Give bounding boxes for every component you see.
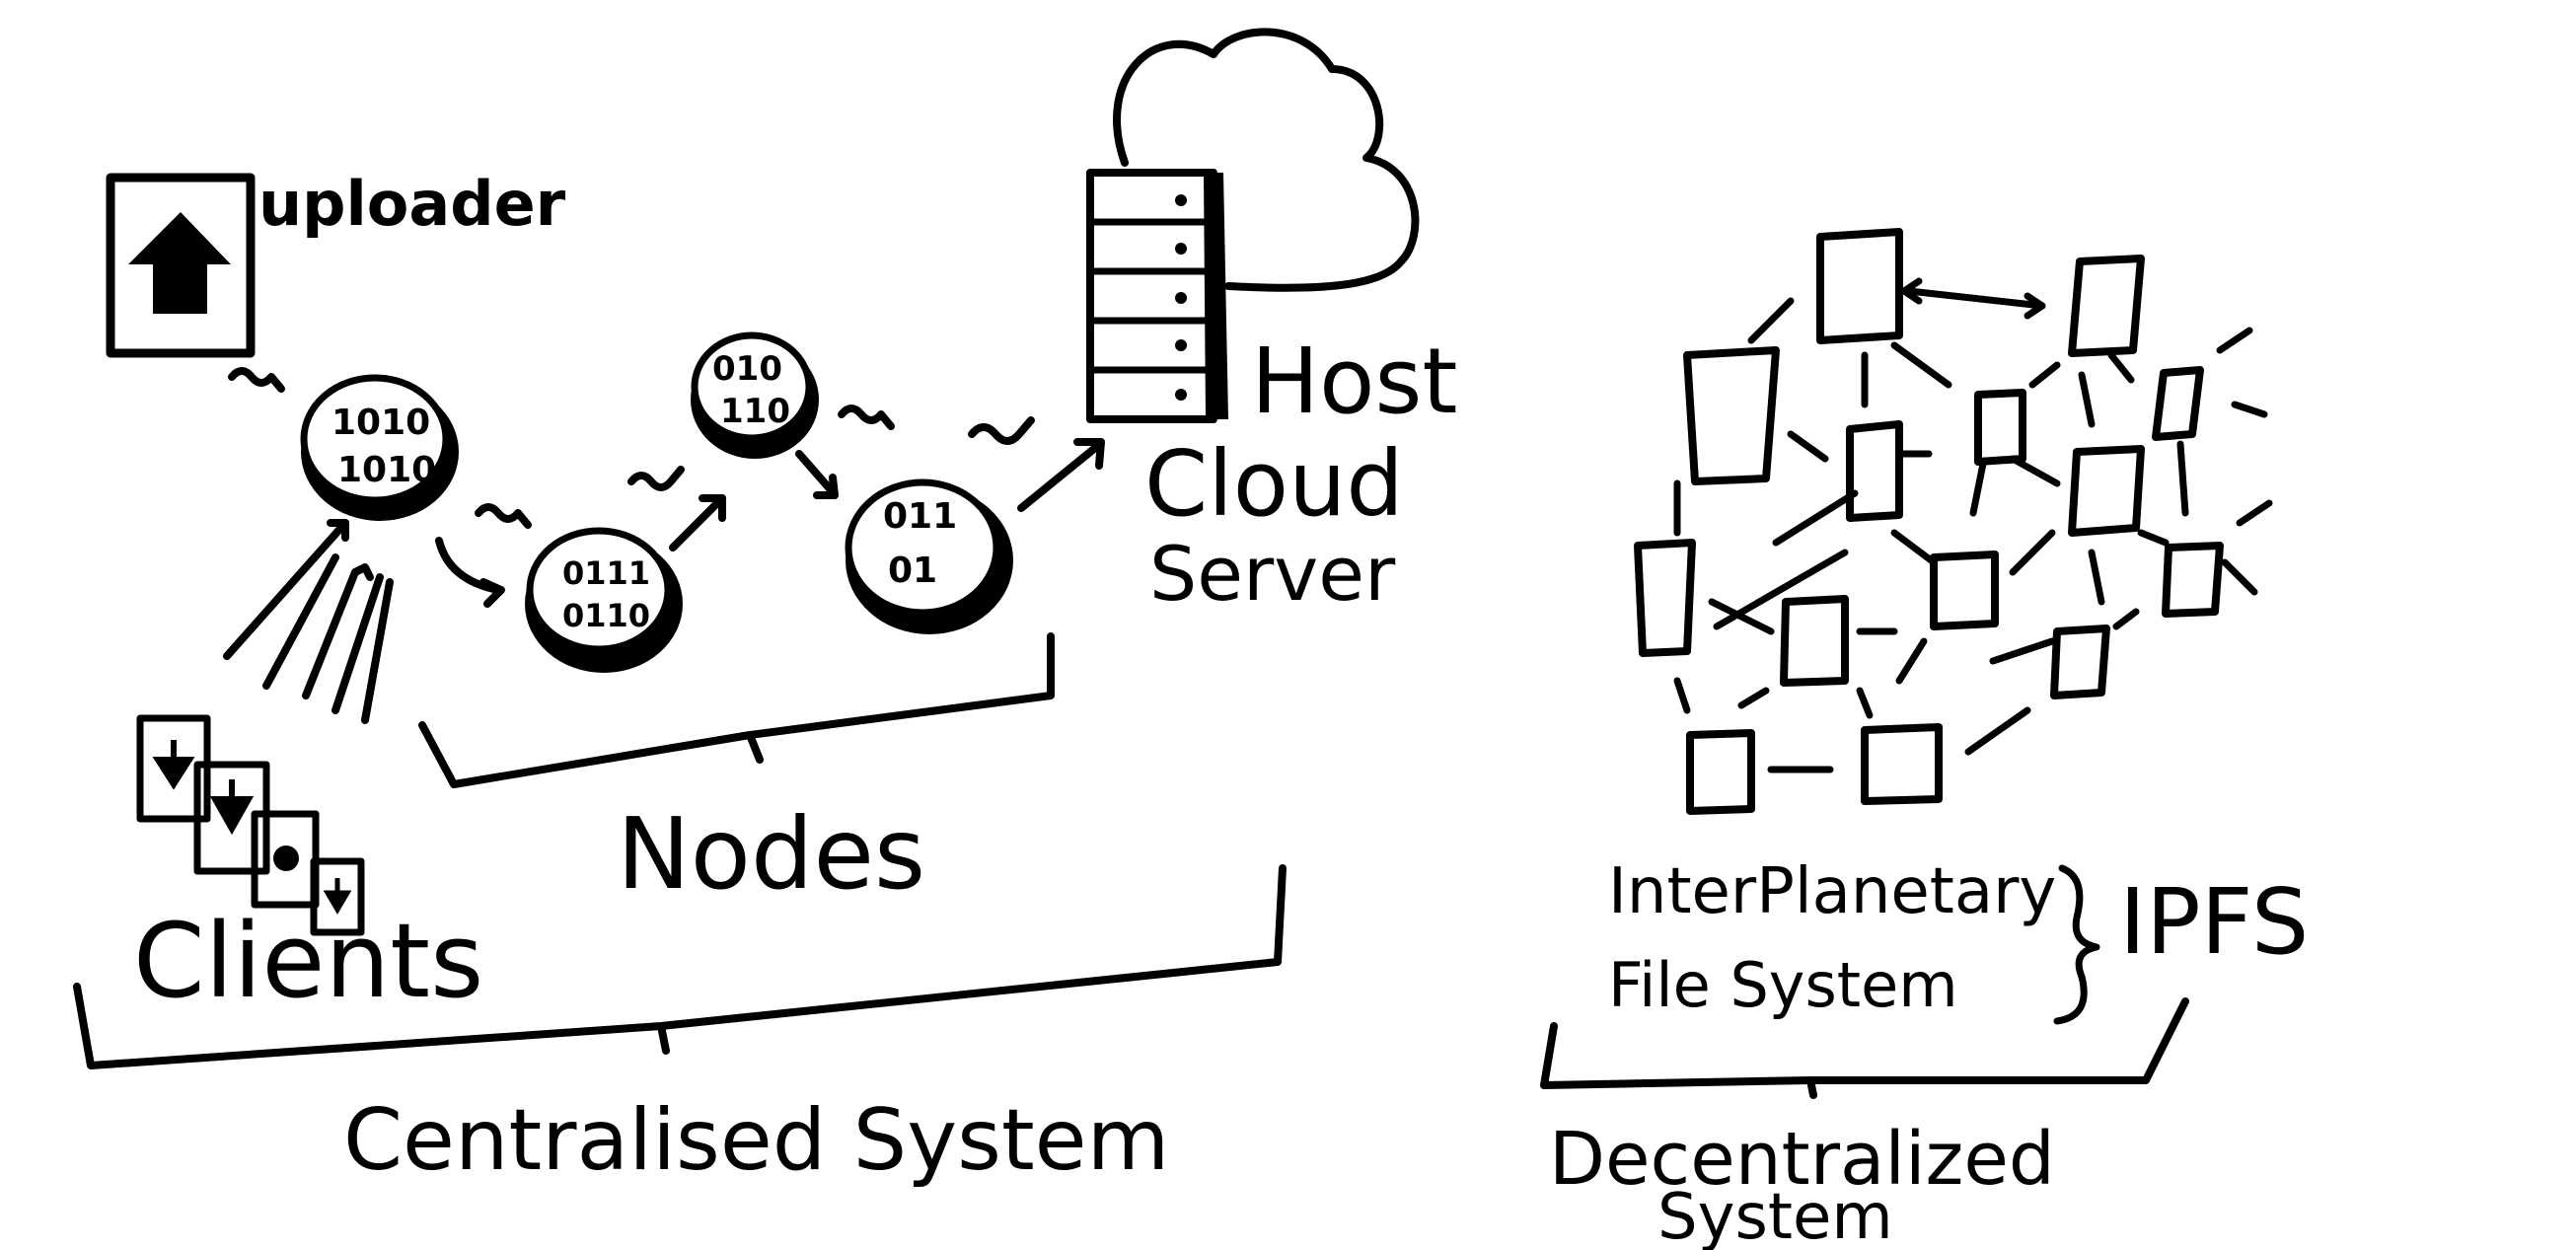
node-4-bits-top: 011 — [883, 496, 957, 537]
node-3-bits-bottom: 110 — [720, 392, 790, 431]
host-label: Host — [1251, 329, 1457, 434]
ipfs-label: IPFS — [2119, 869, 2309, 975]
nodes-label: Nodes — [617, 796, 925, 912]
file-icon — [1634, 228, 2224, 815]
node-2-bits-bottom: 0110 — [562, 597, 650, 634]
node-2-bits-top: 0111 — [562, 554, 650, 592]
transfer-arrows — [228, 367, 1105, 608]
node-2: 0111 0110 — [525, 527, 683, 673]
uploader-icon — [106, 173, 256, 358]
node-4-bits-bottom: 01 — [888, 551, 937, 591]
client-arrows — [223, 519, 394, 724]
interplanetary-label: InterPlanetary — [1608, 855, 2056, 928]
decentralized-bracket — [1540, 997, 2189, 1099]
node-1: 1010 1010 — [300, 374, 459, 521]
uploader-label: uploader — [258, 168, 566, 240]
file-system-label: File System — [1608, 949, 1958, 1021]
node-3: 010 110 — [691, 331, 819, 459]
cloud-icon — [1113, 28, 1420, 292]
clients-label: Clients — [133, 901, 483, 1021]
cloud-label: Cloud — [1144, 431, 1404, 537]
node-3-bits-top: 010 — [712, 349, 782, 389]
download-arrow-icon — [136, 714, 365, 936]
nodes-bracket — [418, 632, 1055, 788]
centralised-bracket — [73, 864, 1287, 1069]
server-rack-icon — [1086, 169, 1228, 423]
node-1-bits-bottom: 1010 — [337, 450, 436, 490]
node-1-bits-top: 1010 — [331, 403, 430, 443]
node-4: 011 01 — [845, 478, 1013, 634]
ipfs-brace — [2053, 864, 2100, 1025]
ipfs-network — [1634, 228, 2273, 815]
server-label: Server — [1149, 530, 1396, 618]
decentralized-label: Decentralized — [1549, 1117, 2055, 1202]
system-label: System — [1657, 1181, 1893, 1250]
centralised-system-label: Centralised System — [343, 1091, 1169, 1190]
